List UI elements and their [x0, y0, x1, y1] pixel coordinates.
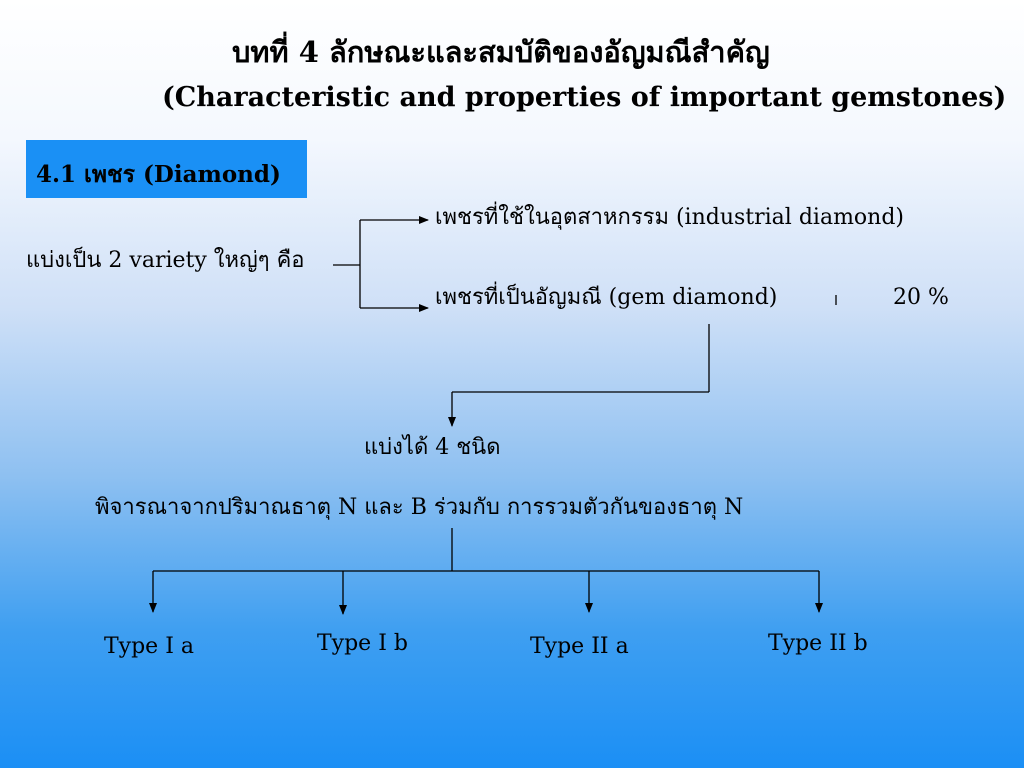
type-ib-label: Type I b [317, 631, 408, 656]
slide-subtitle: (Characteristic and properties of import… [162, 82, 1007, 113]
type-ia-label: Type I a [104, 634, 194, 659]
branch-industrial-diamond: เพชรที่ใช้ในอุตสาหกรรม (industrial diamo… [435, 205, 905, 230]
section-heading-box: 4.1 เพชร (Diamond) [26, 140, 307, 198]
split-label: แบ่งเป็น 2 variety ใหญ่ๆ คือ [26, 248, 305, 273]
section-heading: 4.1 เพชร (Diamond) [36, 161, 281, 188]
divide-label: แบ่งได้ 4 ชนิด [364, 435, 501, 460]
gem-percent: 20 % [893, 285, 949, 310]
type-iia-label: Type II a [530, 634, 629, 659]
type-iib-label: Type II b [768, 631, 868, 656]
criteria-label: พิจารณาจากปริมาณธาตุ N และ B ร่วมกับ การ… [95, 495, 744, 520]
slide-title: บทที่ 4 ลักษณะและสมบัติของอัญมณีสำคัญ [232, 35, 770, 69]
branch-gem-diamond: เพชรที่เป็นอัญมณี (gem diamond) [435, 285, 778, 310]
